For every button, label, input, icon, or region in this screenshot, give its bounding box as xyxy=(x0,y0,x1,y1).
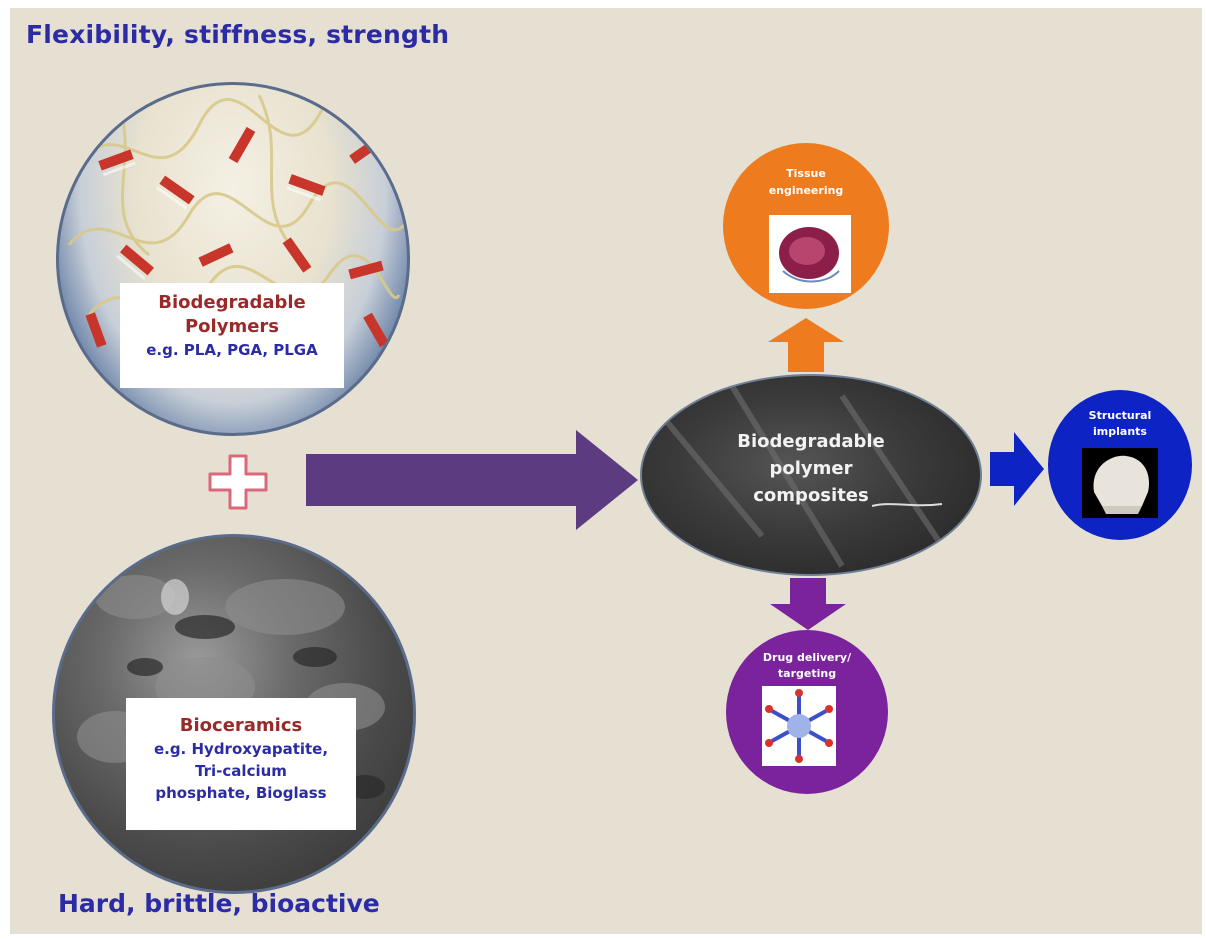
implant-label-line2: implants xyxy=(1093,425,1147,438)
structural-implants-node: Structural implants xyxy=(1048,390,1192,540)
plus-icon xyxy=(208,454,268,510)
skull-implant-image xyxy=(1082,448,1158,518)
drug-delivery-label: Drug delivery/ targeting xyxy=(726,650,888,682)
polymer-properties-heading: Flexibility, stiffness, strength xyxy=(26,20,450,49)
polymers-label-box: Biodegradable Polymers e.g. PLA, PGA, PL… xyxy=(120,283,344,388)
polymers-examples: e.g. PLA, PGA, PLGA xyxy=(146,341,318,359)
drug-label-line2: targeting xyxy=(777,667,837,680)
bioceramics-examples-line2: Tri-calcium xyxy=(195,762,287,780)
polymers-title-line2: Polymers xyxy=(184,316,280,337)
polymer-circle xyxy=(56,82,410,436)
implant-label-line1: Structural xyxy=(1088,409,1152,422)
bioceramics-label-box: Bioceramics e.g. Hydroxyapatite, Tri-cal… xyxy=(126,698,356,830)
composite-micrograph xyxy=(659,384,945,568)
drug-delivery-node: Drug delivery/ targeting xyxy=(726,630,888,794)
bioceramics-examples-line3: phosphate, Bioglass xyxy=(155,784,327,802)
tissue-label-line2: engineering xyxy=(768,184,844,197)
arrow-right-icon xyxy=(306,430,638,530)
composite-label-line3: composites xyxy=(753,485,869,506)
composite-label: Biodegradable polymer composites xyxy=(642,428,980,509)
nanoparticle-image xyxy=(762,686,836,766)
tissue-engineering-node: Tissue engineering xyxy=(723,143,889,309)
polymer-chain-illustration xyxy=(67,92,406,348)
composite-label-line2: polymer xyxy=(769,458,853,479)
arrow-up-icon xyxy=(768,318,844,372)
composite-ellipse: Biodegradable polymer composites xyxy=(640,374,982,576)
tissue-section-image xyxy=(769,215,851,293)
drug-label-line1: Drug delivery/ xyxy=(762,651,852,664)
arrow-down-icon xyxy=(770,578,846,630)
tissue-engineering-label: Tissue engineering xyxy=(723,165,889,199)
arrow-right-icon xyxy=(990,432,1044,506)
implant-label: Structural implants xyxy=(1048,408,1192,440)
bioceramics-title: Bioceramics xyxy=(179,715,303,736)
tissue-label-line1: Tissue xyxy=(786,167,826,180)
polymers-title-line1: Biodegradable xyxy=(158,292,306,313)
composite-label-line1: Biodegradable xyxy=(737,431,885,452)
bioceramics-examples-line1: e.g. Hydroxyapatite, xyxy=(153,740,329,758)
ceramic-properties-heading: Hard, brittle, bioactive xyxy=(58,889,380,918)
